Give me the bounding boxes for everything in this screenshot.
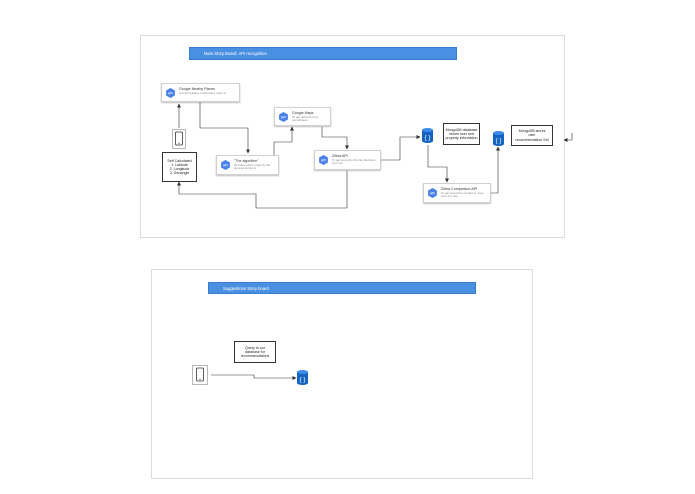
arrow-zillow-to-selfcalc [177,171,348,209]
arrow-mongodb-to-comparison [427,145,449,183]
self-calc-line-1: Self Calculated [167,158,192,163]
query-line-3: recommendations [240,354,270,359]
api-icon-label: API [281,115,286,119]
smartphone-icon[interactable] [192,365,208,385]
arrow-nearby-to-algorithm [199,102,250,154]
svg-text:{ }: { } [425,136,431,142]
smartphone-icon[interactable] [172,129,186,149]
database-cylinder-icon[interactable]: { } [492,130,505,147]
suggestions-banner-text: Suggestions Story board [223,285,269,291]
query-line-1: Query to our [245,345,265,350]
self-calc-line-4: 3. Geoangle [169,171,190,176]
api-icon-label: API [223,163,228,167]
mongodb-user-database-box: MongoDB database stores user and propert… [443,123,480,145]
query-line-2: database for [245,349,265,354]
self-calculated-box: Self Calculated 1. Latitude 2. Longitude… [162,152,197,182]
suggestions-story-board-panel [151,269,533,479]
mongodb-reco-line-3: recommendation Set [515,137,549,142]
api-icon-label: API [168,91,173,95]
mongodb-user-line-2: stores user and [449,131,474,136]
api-hexagon-icon: API [428,188,437,198]
api-hexagon-icon: API [279,111,288,122]
card-title: Google Maps [292,111,314,115]
card-subtitle: To get address from coordinates [292,115,319,123]
card-title: Zillow API [332,154,348,158]
main-banner-text: Main Story Board: API recognition [204,51,267,56]
card-subtitle: To get property info like bedroom, zero … [332,158,377,166]
arrow-maps-to-zillow [321,127,349,150]
mongodb-reco-line-2: user [528,133,536,138]
svg-text:{ }: { } [496,139,502,145]
arrow-stray-right [563,133,573,142]
self-calc-line-2: 1. Latitude [171,162,188,167]
mongodb-reco-line-1: MongoDB stores [518,129,546,134]
card-subtitle: Get all building coordinates near us [179,91,227,95]
api-hexagon-icon: API [166,87,175,98]
database-cylinder-icon[interactable]: { } [296,369,309,386]
main-story-board-banner: Main Story Board: API recognition [189,47,457,60]
card-subtitle: To get properties similar to ones seen b… [441,191,484,199]
card-subtitle: Decides which property the devices pid l… [234,163,271,171]
card-title: "The algorithm" [234,159,259,163]
algorithm-card[interactable]: API "The algorithm" Decides which proper… [216,155,279,175]
svg-text:{ }: { } [300,378,306,384]
suggestions-story-board-banner: Suggestions Story board [208,282,476,294]
arrow-phone-to-suggestion-db [211,374,297,380]
self-calc-line-3: 2. Longitude [169,167,190,171]
zillow-comparison-api-card[interactable]: API Zillow Comparison API To get propert… [423,183,491,203]
mongodb-user-line-1: MongoDB database [445,127,478,132]
database-cylinder-icon[interactable]: { } [421,127,434,144]
google-maps-card[interactable]: API Google Maps To get address from coor… [274,107,331,126]
arrow-algorithm-to-maps [273,126,294,156]
mongodb-recommendation-box: MongoDB stores user recommendation Set [511,125,553,146]
card-title: Zillow Comparison API [441,187,478,191]
api-hexagon-icon: API [221,160,230,170]
arrow-comparison-to-reco [490,146,500,194]
card-title: Google Nearby Places [179,87,215,91]
api-hexagon-icon: API [319,155,328,165]
google-nearby-places-card[interactable]: API Google Nearby Places Get all buildin… [161,83,240,102]
query-database-box: Query to our database for recommendation… [234,341,276,363]
arrow-zillow-to-mongodb [378,135,421,161]
zillow-api-card[interactable]: API Zillow API To get property info like… [314,150,381,170]
mongodb-user-line-3: property information [445,136,478,141]
api-icon-label: API [430,191,435,195]
api-icon-label: API [321,158,326,162]
